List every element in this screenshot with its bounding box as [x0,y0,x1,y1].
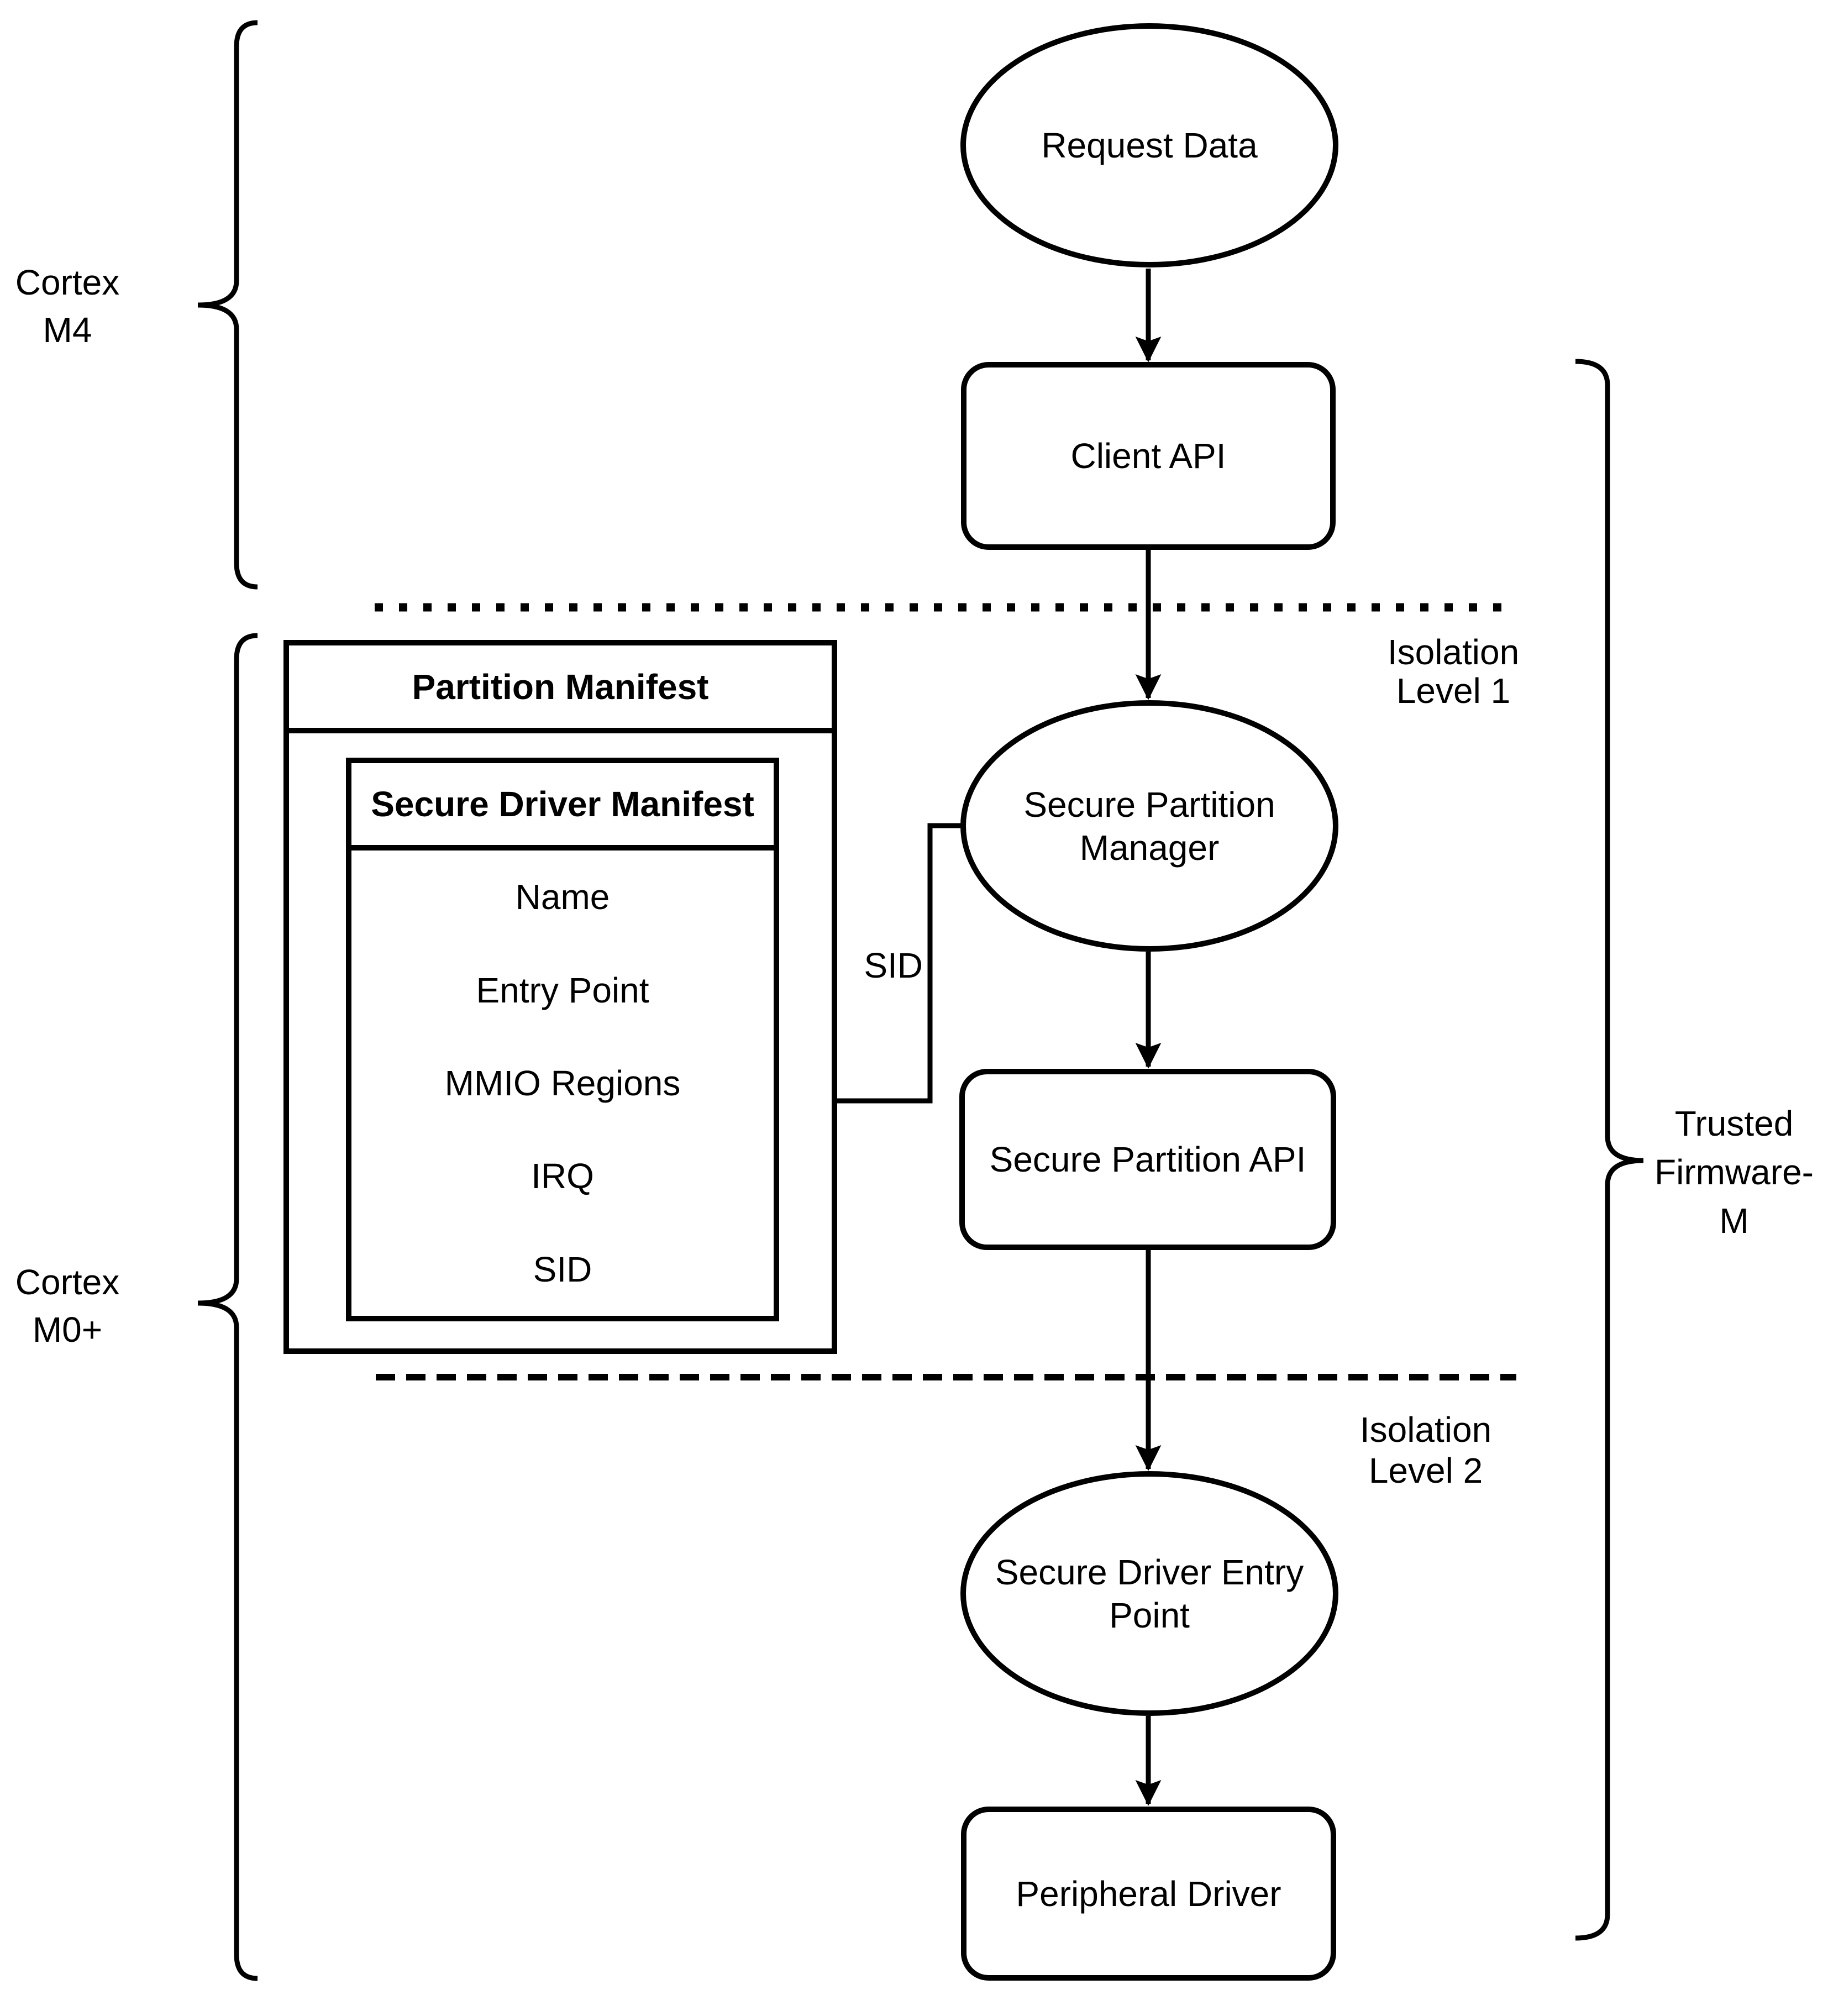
node-client-api-label: Client API [1070,436,1226,476]
isolation-level-1-line1: Isolation [1387,632,1520,672]
secure-driver-manifest-items: Name Entry Point MMIO Regions IRQ SID [351,851,774,1316]
manifest-item-sid: SID [533,1249,592,1289]
trusted-firmware-m-label: Trusted Firmware- M [1637,1099,1828,1245]
node-secure-partition-manager: Secure Partition Manager [960,700,1338,952]
manifest-item-irq: IRQ [531,1156,594,1196]
node-secure-driver-entry-point-label: Secure Driver Entry Point [995,1552,1304,1635]
node-secure-partition-api: Secure Partition API [959,1069,1336,1250]
isolation-level-2-label: Isolation Level 2 [1343,1409,1509,1491]
cortex-m4-label: Cortex M4 [0,259,135,354]
sid-edge-label: SID [864,946,923,985]
cortex-m0plus-brace [197,633,258,1981]
trusted-firmware-m-label-line3: M [1719,1201,1749,1241]
partition-manifest-title: Partition Manifest [289,645,832,733]
cortex-m0plus-label-line1: Cortex [15,1262,120,1302]
node-request-data-label: Request Data [1041,125,1258,165]
manifest-item-mmio-regions: MMIO Regions [444,1063,681,1103]
cortex-m4-brace [197,20,258,590]
trusted-firmware-m-label-line2: Firmware- [1654,1152,1814,1192]
node-request-data: Request Data [960,23,1338,267]
cortex-m4-label-line1: Cortex [15,262,120,302]
secure-driver-manifest-title: Secure Driver Manifest [351,763,774,851]
secure-driver-manifest-box: Secure Driver Manifest Name Entry Point … [346,758,779,1321]
isolation-level-2-line2: Level 2 [1368,1451,1483,1490]
trusted-firmware-m-brace [1575,359,1644,1941]
trusted-firmware-m-label-line1: Trusted [1674,1104,1794,1143]
isolation-level-1-label: Isolation Level 1 [1370,633,1536,710]
isolation-level-1-line2: Level 1 [1396,671,1511,711]
node-secure-driver-entry-point: Secure Driver Entry Point [960,1471,1338,1716]
isolation-level-2-line1: Isolation [1359,1410,1492,1450]
node-secure-partition-manager-label: Secure Partition Manager [1023,784,1275,868]
node-secure-partition-api-label: Secure Partition API [989,1140,1306,1179]
cortex-m4-label-line2: M4 [43,310,92,350]
manifest-item-name: Name [515,877,610,917]
manifest-item-entry-point: Entry Point [476,970,649,1010]
arrow-sid-spm-to-manifest [782,823,963,1114]
cortex-m0plus-label: Cortex M0+ [0,1258,135,1353]
cortex-m0plus-label-line2: M0+ [32,1310,103,1350]
node-peripheral-driver-label: Peripheral Driver [1016,1873,1281,1914]
node-client-api: Client API [961,362,1336,550]
node-peripheral-driver: Peripheral Driver [961,1807,1336,1981]
